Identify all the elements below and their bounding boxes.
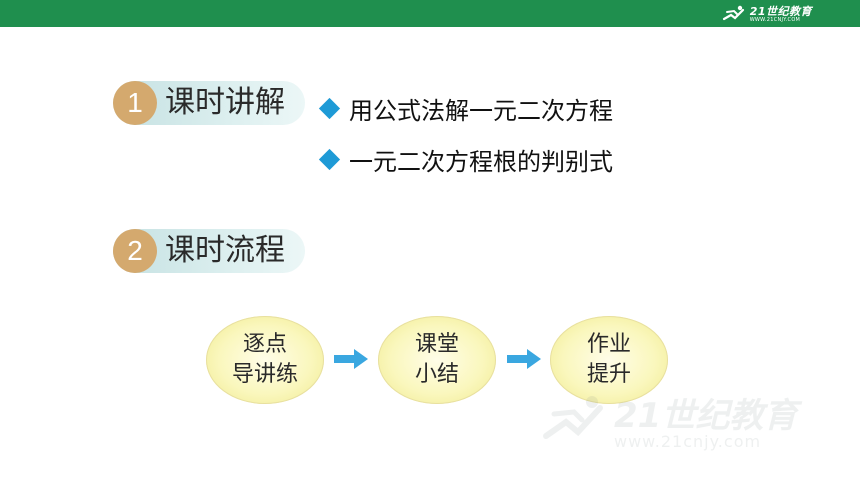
flow-step-1-line-2: 导讲练: [231, 362, 298, 387]
flow-step-3: 作业 提升: [550, 316, 668, 404]
section-heading-2: 2 课时流程: [113, 229, 305, 273]
logo-text: 21世纪教育: [749, 4, 812, 18]
bullet-text-2: 一元二次方程根的判别式: [349, 147, 613, 176]
runner-logo-icon: [722, 5, 744, 21]
watermark-subtext: www.21cnjy.com: [614, 432, 762, 451]
flow-step-1: 逐点 导讲练: [206, 316, 324, 404]
flow-step-1-line-1: 逐点: [242, 332, 287, 357]
bullet-item-1: 用公式法解一元二次方程: [318, 93, 613, 125]
section-number-2: 2: [113, 229, 157, 273]
bullet-text-1: 用公式法解一元二次方程: [349, 96, 613, 125]
section-number-1: 1: [113, 81, 157, 125]
watermark-runner-icon: [543, 396, 603, 439]
flow-arrow-icon: [334, 349, 368, 369]
flow-step-3-line-1: 作业: [586, 332, 631, 357]
flow-step-2-line-1: 课堂: [414, 332, 459, 357]
flow-step-3-line-2: 提升: [586, 362, 631, 387]
flow-arrow-icon: [507, 349, 541, 369]
flow-step-2: 课堂 小结: [378, 316, 496, 404]
diamond-bullet-icon: [318, 148, 341, 170]
section-title-2: 课时流程: [165, 233, 285, 268]
watermark-text: 21世纪教育: [614, 396, 798, 436]
logo-subtext: WWW.21CNJY.COM: [749, 16, 801, 23]
brand-logo: 21世纪教育 WWW.21CNJY.COM: [721, 4, 812, 24]
diamond-bullet-icon: [318, 97, 341, 119]
flow-step-2-line-2: 小结: [414, 362, 459, 387]
section-title-1: 课时讲解: [165, 85, 285, 120]
bullet-item-2: 一元二次方程根的判别式: [318, 144, 613, 176]
section-heading-1: 1 课时讲解: [113, 81, 305, 125]
watermark: 21世纪教育 www.21cnjy.com: [540, 388, 830, 458]
header-bar: 21世纪教育 WWW.21CNJY.COM: [0, 0, 860, 27]
